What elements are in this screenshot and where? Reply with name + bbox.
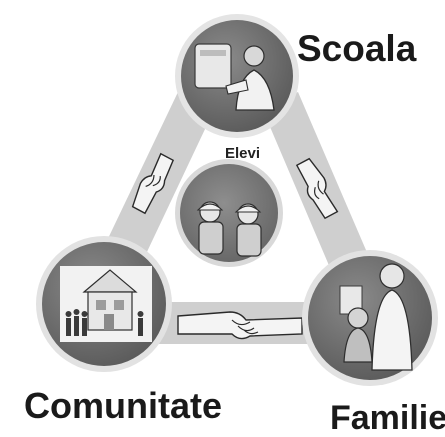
students-label: Elevi xyxy=(225,145,261,162)
school-node xyxy=(175,14,299,138)
family-icon xyxy=(339,263,413,371)
school-label: Scoala xyxy=(297,28,417,69)
community-node xyxy=(36,236,172,372)
teacher-icon xyxy=(194,43,275,111)
handshake-icon xyxy=(295,157,339,220)
house-icon xyxy=(60,266,152,342)
community-label: Comunitate xyxy=(24,385,222,426)
students-node xyxy=(175,159,283,267)
students-icon xyxy=(196,201,262,257)
family-label: Familie xyxy=(330,399,445,437)
handshake-icon xyxy=(177,311,303,340)
handshake-icon xyxy=(131,152,175,215)
family-node xyxy=(302,250,438,386)
